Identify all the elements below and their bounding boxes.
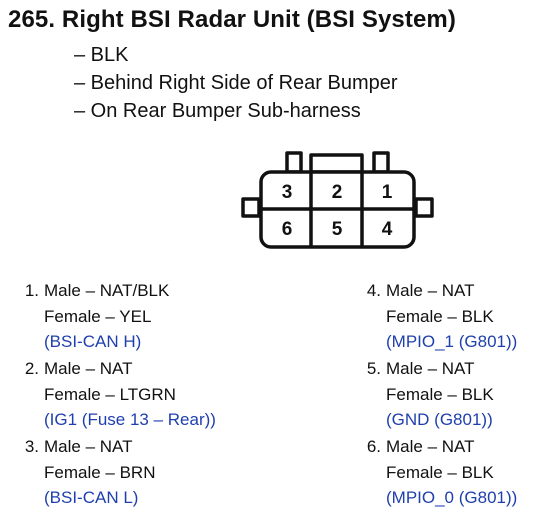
pin-female: Female – YEL	[44, 306, 152, 326]
pin-label-2: 2	[332, 182, 343, 203]
pin-label-6: 6	[282, 219, 293, 240]
connector-latch-left	[241, 197, 261, 218]
pin-label-3: 3	[282, 182, 293, 203]
pin-male: Male – NAT	[386, 281, 475, 300]
pin-female: Female – BLK	[386, 306, 494, 326]
pin-circuit: (BSI-CAN H)	[44, 332, 142, 351]
pin-entry-2: 2.Male – NAT Female – LTGRN (IG1 (Fuse 1…	[10, 356, 216, 433]
connector-tab-left	[285, 151, 303, 174]
page-title: 265. Right BSI Radar Unit (BSI System)	[8, 6, 456, 34]
pin-female: Female – BLK	[386, 462, 494, 482]
pin-entry-4: 4.Male – NAT Female – BLK (MPIO_1 (G801)…	[352, 278, 518, 355]
detail-harness: – On Rear Bumper Sub-harness	[74, 100, 361, 122]
connector-tab-center	[309, 153, 364, 174]
section-title: Right BSI Radar Unit (BSI System)	[61, 6, 456, 33]
pin-entry-1: 1.Male – NAT/BLK Female – YEL (BSI-CAN H…	[10, 278, 170, 355]
pin-female: Female – BRN	[44, 462, 156, 482]
pin-label-1: 1	[382, 182, 393, 203]
pin-male: Male – NAT	[386, 359, 475, 378]
pin-circuit: (GND (G801))	[386, 410, 493, 429]
pin-male: Male – NAT/BLK	[44, 281, 170, 300]
detail-color: – BLK	[74, 44, 129, 66]
pin-entry-6: 6.Male – NAT Female – BLK (MPIO_0 (G801)…	[352, 434, 518, 511]
detail-location: – Behind Right Side of Rear Bumper	[74, 72, 398, 94]
pin-circuit: (IG1 (Fuse 13 – Rear))	[44, 410, 216, 429]
connector-face-diagram: 3 2 1 6 5 4	[241, 151, 434, 249]
pin-female: Female – LTGRN	[44, 384, 176, 404]
pin-entry-3: 3.Male – NAT Female – BRN (BSI-CAN L)	[10, 434, 156, 511]
pin-label-5: 5	[332, 219, 343, 240]
pin-circuit: (BSI-CAN L)	[44, 488, 139, 507]
pin-male: Male – NAT	[44, 359, 133, 378]
connector-tab-right	[372, 151, 390, 174]
pin-male: Male – NAT	[386, 437, 475, 456]
pin-entry-5: 5.Male – NAT Female – BLK (GND (G801))	[352, 356, 494, 433]
pin-female: Female – BLK	[386, 384, 494, 404]
pin-male: Male – NAT	[44, 437, 133, 456]
connector-latch-right	[414, 197, 434, 218]
pin-label-4: 4	[382, 219, 393, 240]
pin-circuit: (MPIO_0 (G801))	[386, 488, 518, 507]
section-number: 265.	[8, 6, 56, 33]
pin-circuit: (MPIO_1 (G801))	[386, 332, 518, 351]
